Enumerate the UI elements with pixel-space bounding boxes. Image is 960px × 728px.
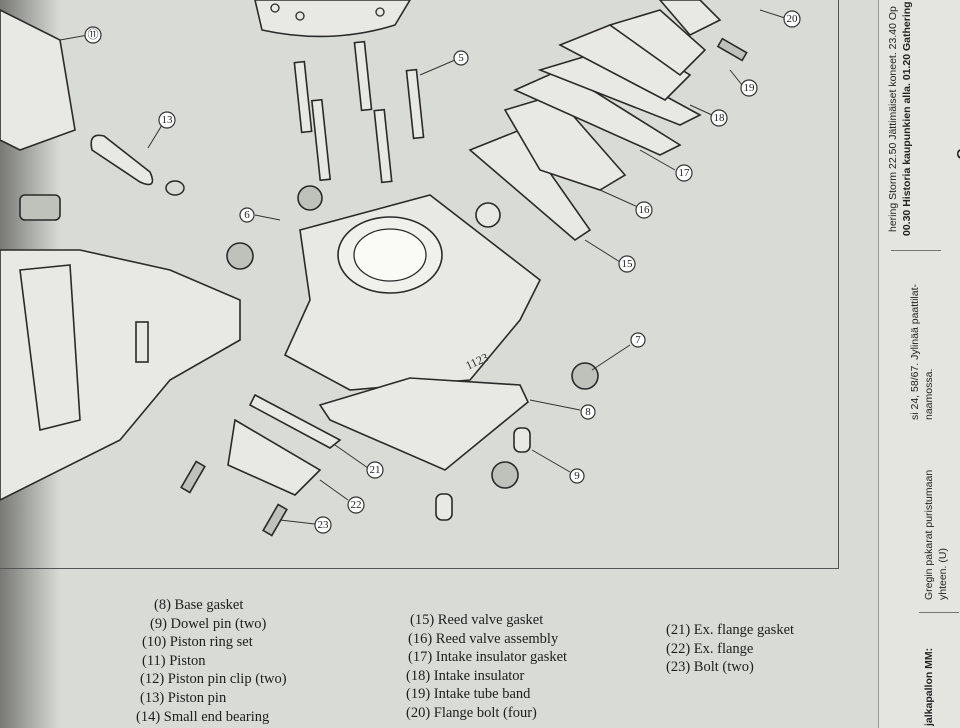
callout-5: 5: [453, 50, 469, 66]
svg-text:9: 9: [574, 470, 580, 482]
legend-item: (10) Piston ring set: [142, 634, 253, 651]
tv-listing-heading: jalkapallon MM:: [923, 647, 935, 726]
callout-21: 21: [366, 461, 384, 479]
svg-text:17: 17: [679, 167, 691, 179]
piston-pin: [90, 134, 185, 196]
callout-1: ⑪: [84, 26, 102, 44]
legend-item: (14) Small end bearing: [136, 708, 270, 725]
tv-listing-line: 00.30 Historia kaupunkien alla. 01.20 Ga…: [901, 0, 913, 236]
legend-column-2: (15) Reed valve gasket (16) Reed valve a…: [406, 611, 567, 723]
legend-item: (21) Ex. flange gasket: [666, 622, 795, 638]
diagram-frame: [0, 0, 839, 569]
newspaper-strip: hering Storm 22.50 Jättimäiset koneet. 2…: [878, 0, 960, 728]
base-gasket: [318, 377, 529, 471]
legend-item: (15) Reed valve gasket: [410, 612, 544, 628]
callout-7: 7: [630, 332, 646, 348]
bolt: [180, 460, 206, 494]
bolt: [262, 503, 288, 537]
svg-text:⑪: ⑪: [88, 28, 99, 41]
svg-text:23: 23: [318, 519, 330, 531]
exploded-parts-diagram: 1123: [0, 0, 801, 537]
callout-18: 18: [710, 109, 728, 127]
legend-column-1: (8) Base gasket (9) Dowel pin (two) (10)…: [136, 596, 287, 726]
svg-text:22: 22: [351, 499, 362, 511]
tv-listing-line: si 24, 58/67. Jylinää paattilat-: [909, 284, 921, 420]
legend-item: (12) Piston pin clip (two): [140, 671, 287, 688]
nut: [226, 242, 254, 270]
callout-19: 19: [740, 79, 758, 97]
legend-item: (18) Intake insulator: [406, 667, 525, 684]
callout-20: 20: [783, 10, 801, 28]
svg-text:18: 18: [714, 112, 726, 124]
tv-listing-line: yhteen. (U): [937, 548, 949, 600]
nut: [297, 185, 323, 211]
svg-text:8: 8: [585, 406, 591, 418]
tv-listing-line: hering Storm 22.50 Jättimäiset koneet. 2…: [887, 6, 899, 232]
callout-17: 17: [675, 164, 693, 182]
legend-item: (9) Dowel pin (two): [150, 615, 267, 632]
callout-13: 13: [158, 111, 176, 129]
svg-text:20: 20: [787, 13, 799, 25]
svg-text:13: 13: [162, 114, 174, 126]
svg-text:5: 5: [458, 52, 464, 64]
legend-column-3: (21) Ex. flange gasket (22) Ex. flange (…: [666, 621, 794, 677]
legend-item: (23) Bolt (two): [666, 659, 754, 676]
legend-item: (8) Base gasket: [154, 597, 244, 613]
manual-page: 1123: [0, 0, 920, 728]
legend-item: (17) Intake insulator gasket: [408, 649, 568, 666]
callout-8: 8: [580, 404, 596, 420]
tv-listing-line: e: [949, 148, 960, 160]
exhaust-flange: [227, 393, 342, 496]
column-rule: [891, 250, 941, 251]
svg-text:15: 15: [622, 258, 634, 270]
legend-item: (19) Intake tube band: [406, 686, 531, 703]
legend-item: (13) Piston pin: [140, 689, 227, 706]
callout-9: 9: [569, 468, 585, 484]
legend-item: (11) Piston: [142, 652, 206, 669]
callout-16: 16: [635, 201, 653, 219]
piston: [0, 9, 89, 151]
legend-item: (16) Reed valve assembly: [408, 630, 559, 647]
head-gasket: [254, 0, 411, 38]
svg-text:16: 16: [639, 204, 651, 216]
callout-23: 23: [314, 516, 332, 534]
crankcase: [0, 194, 241, 501]
studs: [293, 40, 425, 184]
cylinder: 1123: [283, 194, 542, 391]
nut: [571, 362, 599, 390]
legend-item: (20) Flange bolt (four): [406, 704, 537, 721]
dowel-pin: [435, 493, 453, 521]
callout-15: 15: [618, 255, 636, 273]
column-rule: [919, 612, 959, 613]
callout-6: 6: [239, 207, 255, 223]
svg-text:7: 7: [635, 334, 641, 346]
intake-assembly: [468, 0, 748, 242]
nut: [491, 461, 519, 489]
svg-text:19: 19: [744, 82, 756, 94]
tv-listing-line: Gregin pakarat puristumaan: [923, 469, 935, 600]
legend-item: (22) Ex. flange: [666, 640, 754, 657]
tv-listing-line: naamossa.: [923, 368, 935, 420]
svg-text:6: 6: [244, 209, 250, 221]
dowel-pin: [513, 427, 531, 453]
svg-text:21: 21: [370, 464, 381, 476]
callout-22: 22: [347, 496, 365, 514]
